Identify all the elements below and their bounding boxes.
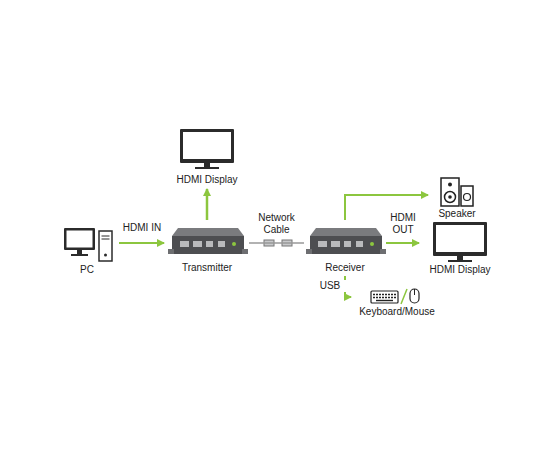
device-label: Keyboard/Mouse [354,306,440,318]
device-node: HDMI Display [422,220,498,276]
edge-label: HDMI IN [116,222,168,234]
display-icon [433,222,487,262]
transmitter-icon [168,228,248,254]
device-label: Speaker [431,208,483,220]
device-node: HDMI Display [169,126,245,186]
speaker-icon [441,178,473,206]
edge-label: USB [314,280,346,292]
edge-label: Network Cable [254,212,300,236]
connector [249,242,304,244]
device-node: Receiver [306,222,384,274]
device-node: Transmitter [167,222,247,274]
device-label: HDMI Display [169,174,245,186]
display-icon [180,129,234,169]
device-label: Receiver [306,262,384,274]
pc-icon [64,228,112,261]
device-node: Speaker [431,174,483,220]
connector [386,242,419,244]
device-node: PC [57,222,117,276]
connector [206,189,209,220]
device-label: PC [57,264,117,276]
device-label: Transmitter [167,262,247,274]
connector [119,242,164,244]
device-label: HDMI Display [422,264,498,276]
device-node: Keyboard/Mouse [354,286,440,318]
receiver-icon [306,228,386,254]
keyboard-mouse-icon [371,289,419,304]
edge-label: HDMI OUT [384,212,422,236]
